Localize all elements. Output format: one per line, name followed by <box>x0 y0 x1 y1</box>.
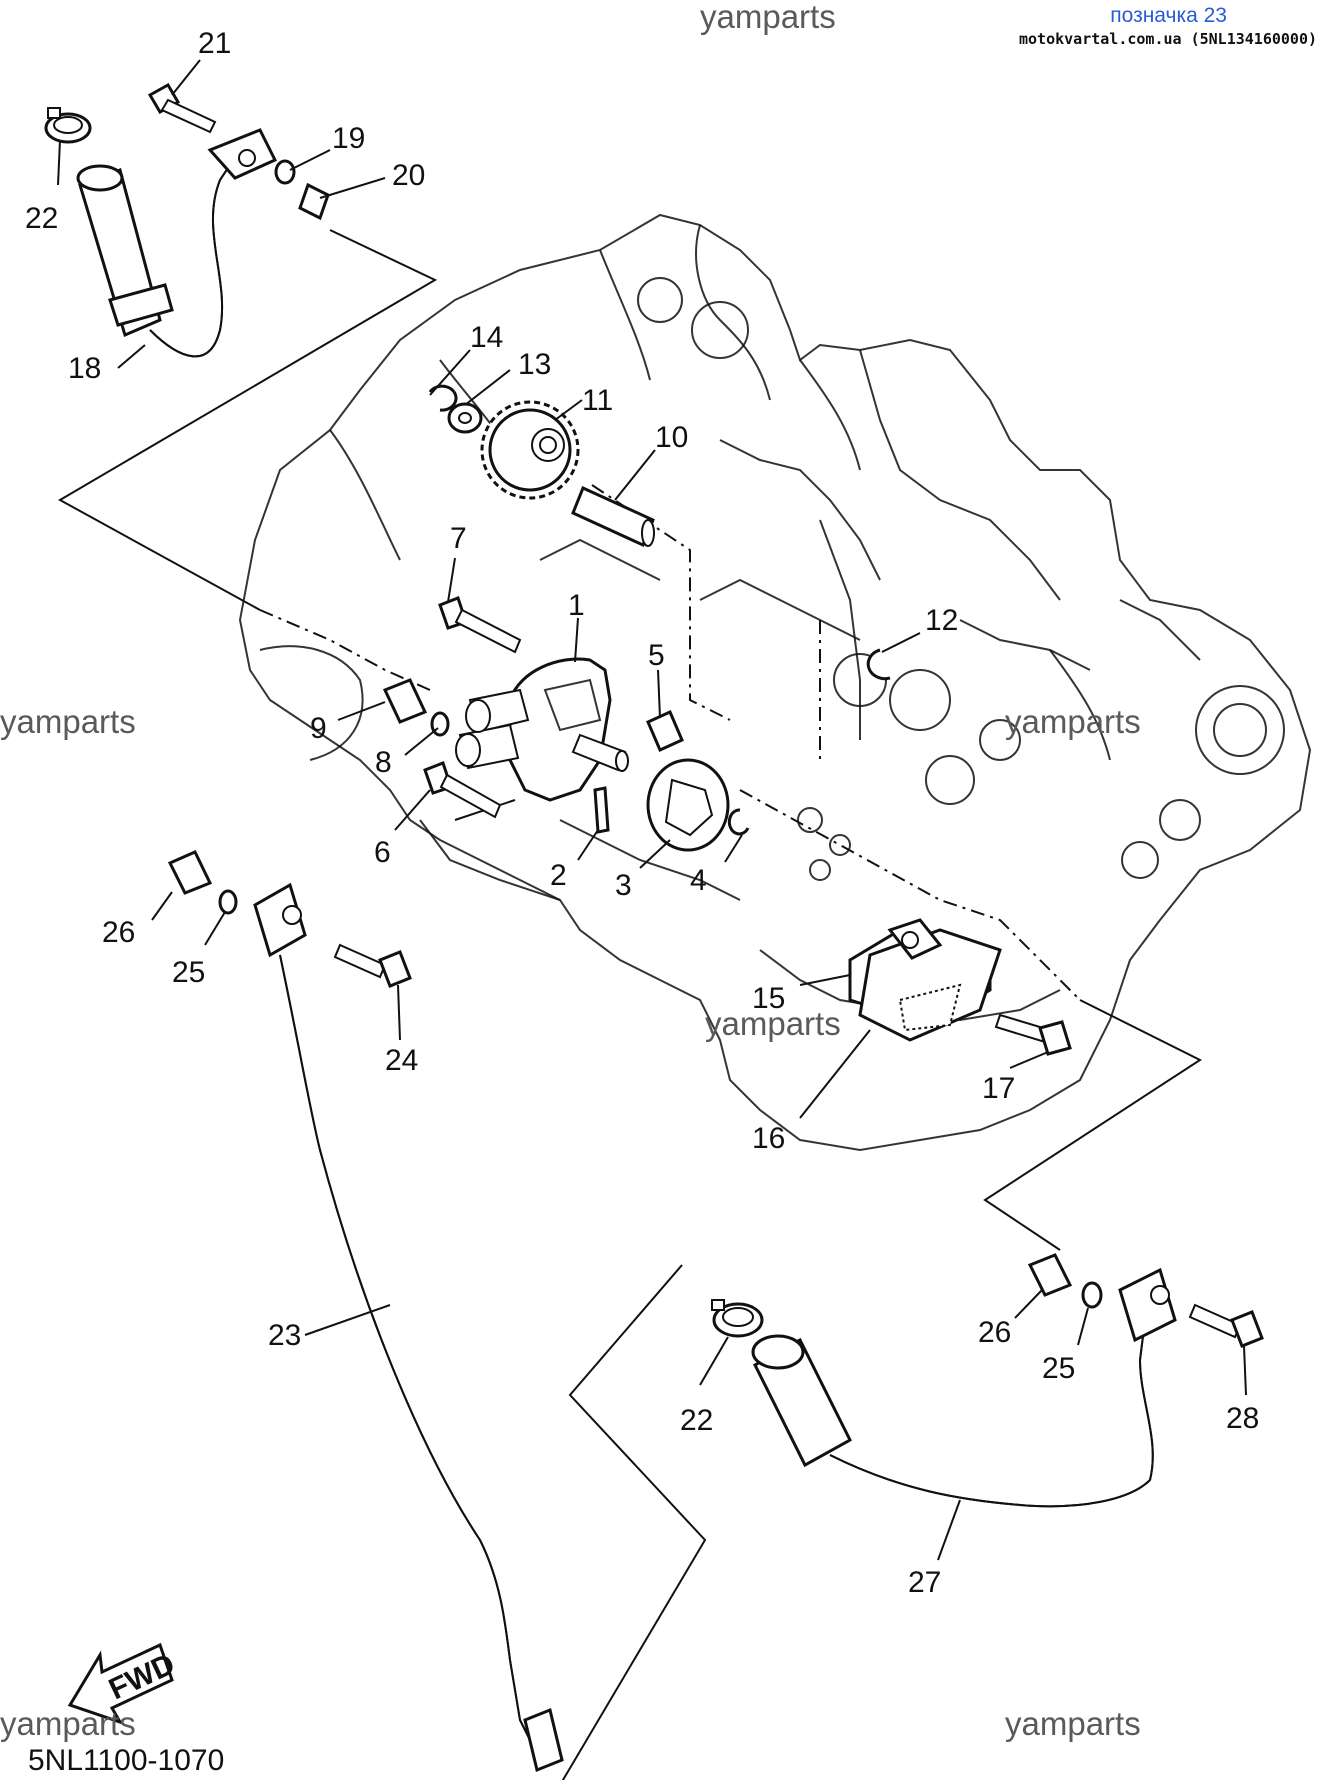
part-17-bolt <box>994 1013 1072 1056</box>
callout-6: 6 <box>374 836 391 869</box>
callout-17: 17 <box>982 1072 1015 1105</box>
part-26-collar-left <box>167 850 213 895</box>
watermark-bottom-right: yamparts <box>1005 1705 1141 1742</box>
callout-11: 11 <box>582 384 613 417</box>
watermark-center: yamparts <box>705 1005 841 1042</box>
callout-23: 23 <box>268 1319 301 1352</box>
callout-25-right: 25 <box>1042 1352 1075 1385</box>
callout-5: 5 <box>648 639 665 672</box>
assembly-guide-lines <box>57 229 1203 1780</box>
part-19-o-ring-top <box>274 159 296 185</box>
engine-crankcase-outline <box>238 213 1312 1152</box>
part-6-bolt <box>423 761 502 819</box>
part-18-oil-hose <box>76 128 278 358</box>
part-22-hose-clamp-bottom <box>711 1299 764 1338</box>
part-4-circlip <box>727 808 750 836</box>
part-20-collar-top <box>298 182 330 221</box>
callout-10: 10 <box>655 421 688 454</box>
watermarks: yamparts yamparts yamparts yamparts yamp… <box>0 0 1141 1742</box>
callout-15: 15 <box>752 982 785 1015</box>
callout-labels: 1 2 3 4 5 6 7 8 9 10 11 12 13 14 15 16 1… <box>25 27 1259 1599</box>
callout-8: 8 <box>375 746 392 779</box>
part-23-oil-hose-left <box>253 882 564 1773</box>
part-27-oil-hose-right <box>751 1267 1177 1508</box>
callout-7: 7 <box>450 522 467 555</box>
callout-3: 3 <box>615 869 632 902</box>
watermark-left: yamparts <box>0 703 136 740</box>
part-24-bolt <box>333 943 412 988</box>
watermark-bottom-left: yamparts <box>0 1705 136 1742</box>
callout-12: 12 <box>925 604 958 637</box>
leader-lines <box>57 59 1247 1561</box>
callout-28: 28 <box>1226 1402 1259 1435</box>
part-1-oil-pump-assembly <box>455 657 629 802</box>
callout-26-right: 26 <box>978 1316 1011 1349</box>
header-title: позначка 23 <box>1110 4 1227 27</box>
callout-19: 19 <box>332 122 365 155</box>
callout-18: 18 <box>68 352 101 385</box>
callout-14: 14 <box>470 321 503 354</box>
callout-2: 2 <box>550 859 567 892</box>
watermark-right: yamparts <box>1005 703 1141 740</box>
callout-22-top: 22 <box>25 202 58 235</box>
part-10-shaft <box>571 485 655 548</box>
part-3-rotor <box>646 758 730 852</box>
part-9-dowel <box>382 678 428 724</box>
callout-16: 16 <box>752 1122 785 1155</box>
part-11-pump-drive-gear <box>480 400 580 500</box>
callout-27: 27 <box>908 1566 941 1599</box>
part-2-pin <box>593 786 610 834</box>
callout-22-bottom: 22 <box>680 1404 713 1437</box>
part-26-collar-right <box>1027 1253 1073 1297</box>
part-25-o-ring-right <box>1081 1281 1103 1309</box>
callout-1: 1 <box>568 589 585 622</box>
callout-13: 13 <box>518 348 551 381</box>
part-12-circlip <box>866 648 891 681</box>
part-16-oil-strainer <box>858 918 1002 1042</box>
part-5-dowel <box>646 710 684 752</box>
part-28-bolt <box>1188 1303 1264 1348</box>
callout-20: 20 <box>392 159 425 192</box>
header-source-text: motokvartal.com.ua (5NL134160000) <box>1018 30 1317 48</box>
callout-25-left: 25 <box>172 956 205 989</box>
callout-26-left: 26 <box>102 916 135 949</box>
part-25-o-ring-left <box>218 889 238 915</box>
part-13-washer <box>447 402 483 434</box>
part-21-bolt-top <box>147 82 217 134</box>
callout-24: 24 <box>385 1044 418 1077</box>
callout-4: 4 <box>690 864 707 897</box>
part-22-hose-clamp-top <box>44 107 92 144</box>
callout-9: 9 <box>310 712 327 745</box>
callout-21: 21 <box>198 27 231 60</box>
diagram-code: 5NL1100-1070 <box>28 1744 224 1777</box>
part-7-bolt <box>438 596 522 654</box>
watermark-top: yamparts <box>700 0 836 35</box>
